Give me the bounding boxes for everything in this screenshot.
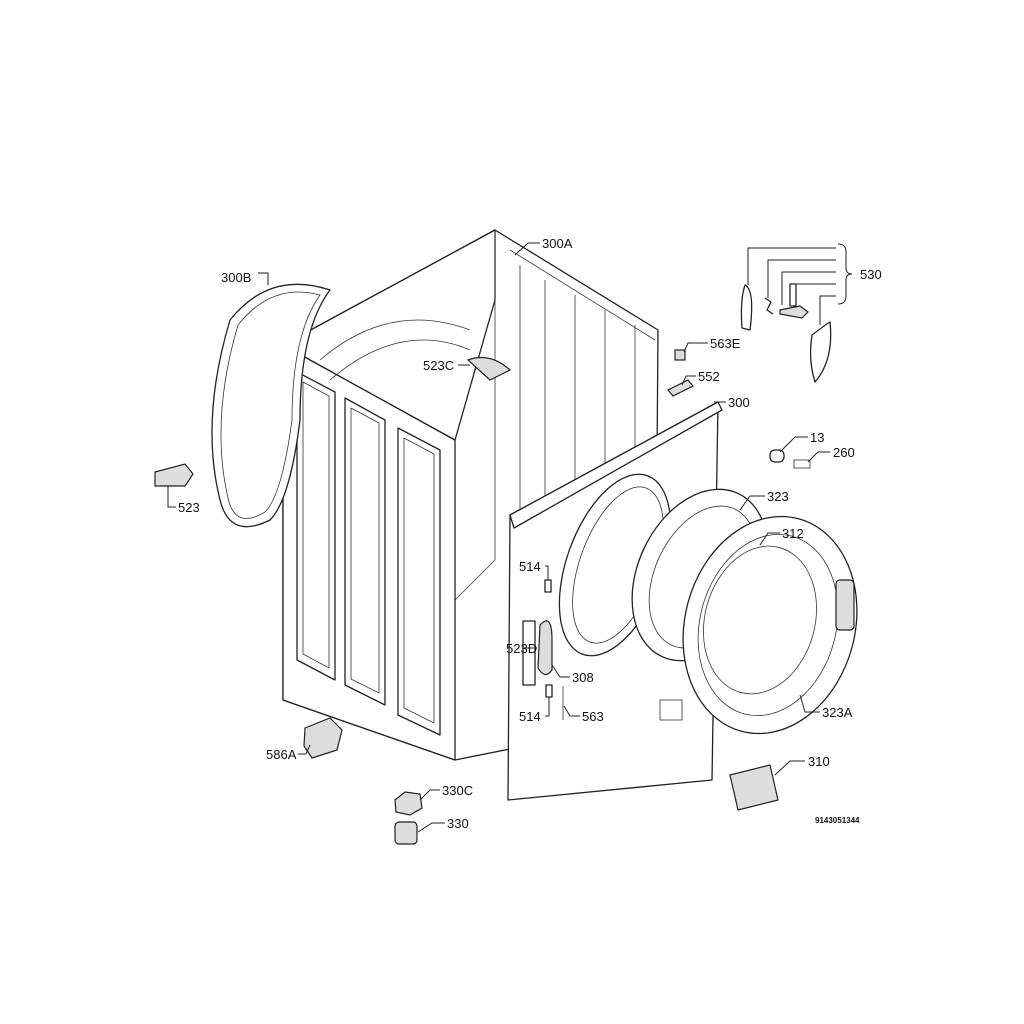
part-260-spring	[793, 459, 811, 469]
part-523C	[466, 357, 512, 381]
callout-563E: 563E	[710, 336, 741, 351]
part-552	[667, 379, 694, 397]
callout-300B: 300B	[221, 270, 251, 285]
callout-563: 563	[582, 709, 604, 724]
part-310-panel	[729, 764, 779, 811]
callout-323: 323	[767, 489, 789, 504]
callout-300A: 300A	[542, 236, 573, 251]
part-523D	[522, 620, 536, 686]
part-13	[769, 449, 785, 463]
part-523	[154, 463, 194, 487]
callout-13: 13	[810, 430, 824, 445]
callout-308: 308	[572, 670, 594, 685]
callout-323A: 323A	[822, 705, 853, 720]
callout-523D: 523D	[506, 641, 537, 656]
callout-514-top: 514	[519, 559, 541, 574]
callout-523C: 523C	[423, 358, 454, 373]
part-530-handle-kit	[740, 283, 832, 383]
part-300B-seal	[211, 283, 331, 528]
callout-300: 300	[728, 395, 750, 410]
part-514-bottom	[545, 684, 553, 698]
drawing-number: 9143051344	[815, 816, 860, 825]
cabinet	[282, 229, 659, 761]
callout-330C: 330C	[442, 783, 473, 798]
part-330	[394, 821, 418, 845]
part-586A	[303, 717, 343, 759]
callout-labels: 300B 300A 530 523C 563E 552 300 13 260 5…	[178, 236, 882, 831]
part-308-lock	[537, 620, 553, 676]
callout-330: 330	[447, 816, 469, 831]
callout-260: 260	[833, 445, 855, 460]
callout-586A: 586A	[266, 747, 297, 762]
part-330C	[394, 791, 423, 816]
callout-514-bottom: 514	[519, 709, 541, 724]
leader-lines	[167, 242, 853, 833]
callout-552: 552	[698, 369, 720, 384]
callout-312: 312	[782, 526, 804, 541]
part-514-top	[544, 579, 552, 593]
callout-310: 310	[808, 754, 830, 769]
part-563E	[674, 349, 686, 361]
callout-523: 523	[178, 500, 200, 515]
part-323A-door	[682, 515, 858, 735]
callout-530: 530	[860, 267, 882, 282]
